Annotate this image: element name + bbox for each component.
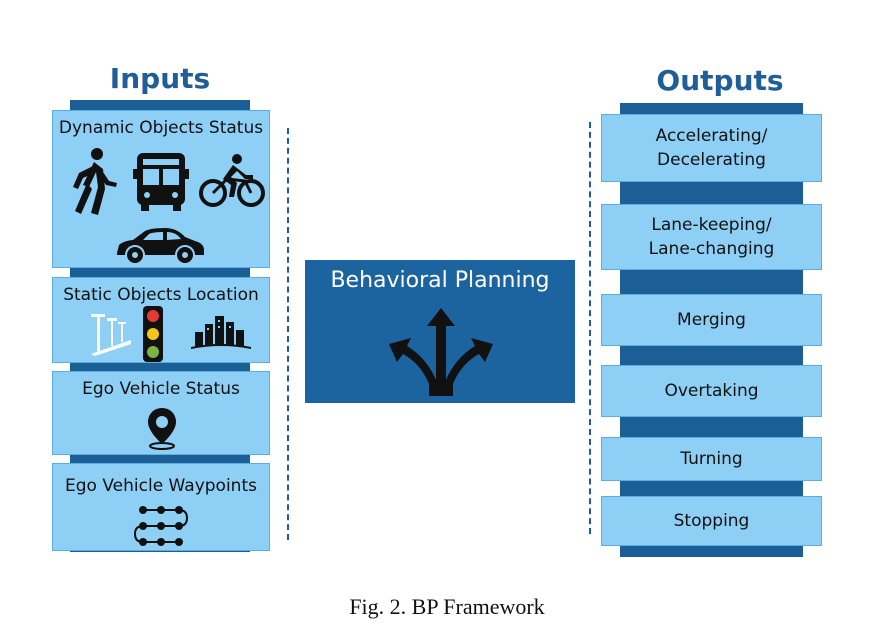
- output-box-stopping: Stopping: [601, 496, 822, 546]
- output-label-merging: Merging: [677, 310, 746, 330]
- street-lamp-icon: [91, 314, 131, 356]
- output-label-accelerating-line2: Decelerating: [657, 150, 766, 170]
- input-box-dynamic-objects: Dynamic Objects Status: [52, 110, 270, 268]
- outputs-title: Outputs: [656, 64, 784, 97]
- behavioral-planning-box: Behavioral Planning: [305, 260, 575, 403]
- split-arrows-icon: [389, 308, 493, 396]
- output-box-lane-keeping: Lane-keeping/ Lane-changing: [601, 204, 822, 270]
- pedestrian-icon: [73, 148, 117, 215]
- figure-caption: Fig. 2. BP Framework: [349, 594, 545, 619]
- city-buildings-icon: [191, 316, 251, 349]
- output-label-turning: Turning: [680, 449, 743, 469]
- input-label-dynamic-objects: Dynamic Objects Status: [58, 118, 264, 138]
- waypoints-path-icon: [133, 506, 189, 546]
- input-box-static-objects: Static Objects Location: [52, 277, 270, 363]
- input-label-static-objects: Static Objects Location: [63, 285, 259, 305]
- traffic-light-icon: [143, 306, 163, 362]
- output-label-lane-keeping-line1: Lane-keeping/: [651, 215, 772, 235]
- bus-icon: [133, 153, 189, 211]
- output-label-lane-keeping-line2: Lane-changing: [648, 239, 775, 259]
- output-box-accelerating: Accelerating/ Decelerating: [601, 114, 822, 182]
- output-box-merging: Merging: [601, 294, 822, 346]
- input-label-ego-waypoints: Ego Vehicle Waypoints: [65, 476, 257, 496]
- behavioral-planning-title: Behavioral Planning: [330, 268, 550, 293]
- input-box-ego-waypoints: Ego Vehicle Waypoints: [52, 463, 270, 551]
- left-dashed-divider: [287, 128, 289, 540]
- input-box-ego-status: Ego Vehicle Status: [52, 371, 270, 455]
- output-box-overtaking: Overtaking: [601, 365, 822, 417]
- output-box-turning: Turning: [601, 437, 822, 481]
- location-pin-icon: [148, 408, 176, 450]
- inputs-title: Inputs: [109, 62, 211, 95]
- car-icon: [117, 228, 204, 265]
- output-label-overtaking: Overtaking: [664, 381, 759, 401]
- output-label-stopping: Stopping: [673, 511, 750, 531]
- input-label-ego-status: Ego Vehicle Status: [82, 379, 240, 399]
- right-dashed-divider: [589, 122, 591, 534]
- output-label-accelerating-line1: Accelerating/: [655, 126, 768, 146]
- cyclist-icon: [199, 154, 265, 207]
